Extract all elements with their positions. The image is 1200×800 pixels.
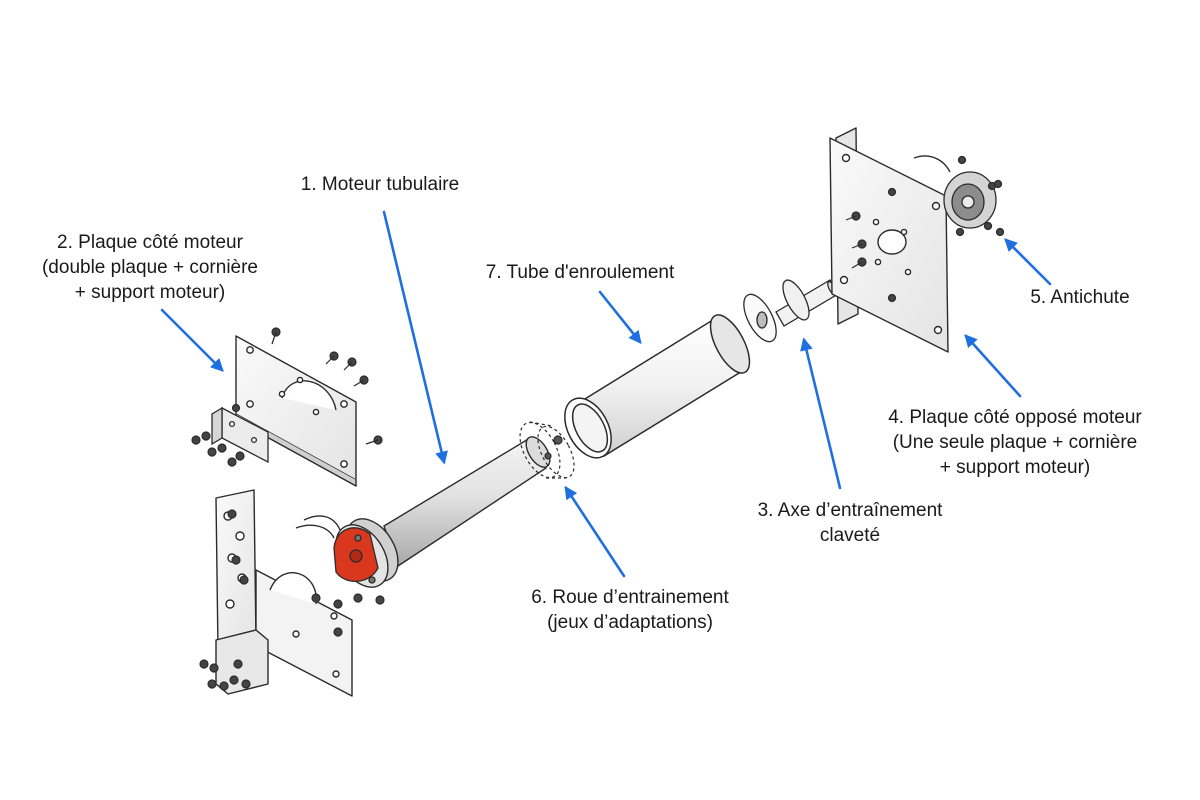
arrow-plaque-opposee [964,334,1022,398]
label-plaque-cote-moteur: 2. Plaque côté moteur (double plaque + c… [0,230,310,305]
label-roue-entrainement: 6. Roue d’entrainement (jeux d’adaptatio… [460,585,800,635]
opposite-side-plate [829,127,949,353]
motor-head [333,527,379,584]
label-plaque-cote-oppose: 4. Plaque côté opposé moteur (Une seule … [830,405,1200,480]
motor-side-bracket-upper [211,406,269,464]
bolts-right-plate [845,187,897,303]
label-roue-line-1: 6. Roue d’entrainement [531,587,729,608]
label-moteur-tubulaire: 1. Moteur tubulaire [200,172,560,197]
label-axe-line-1: 3. Axe d’entraînement [757,500,943,521]
drive-wheel-screw [544,435,563,460]
keyed-drive-axle [743,279,839,343]
winding-tube [564,314,751,459]
label-tube-line-1: 7. Tube d'enroulement [485,262,675,283]
motor-side-plate-lower [215,489,353,697]
motor-side-plate-upper [235,335,357,487]
arrow-roue [564,485,626,578]
arrow-axe [800,337,842,490]
label-plaque-moteur-line-2: (double plaque + cornière [41,257,258,278]
label-plaque-oppose-line-1: 4. Plaque côté opposé moteur [888,407,1142,428]
bolts-lower-left [199,509,385,691]
anti-fall-device [913,155,1005,237]
label-plaque-moteur-line-3: + support moteur) [74,282,226,303]
label-plaque-moteur-line-1: 2. Plaque côté moteur [57,232,243,253]
arrow-plaque-moteur [160,308,224,372]
label-plaque-oppose-line-2: (Une seule plaque + cornière [892,432,1138,453]
label-antichute-line-1: 5. Antichute [1030,287,1130,308]
arrow-antichute [1004,238,1052,286]
label-tube-enroulement: 7. Tube d'enroulement [410,260,750,285]
label-moteur-line-1: 1. Moteur tubulaire [300,174,460,195]
label-axe-entrainement: 3. Axe d’entraînement claveté [690,498,1010,548]
bolts-upper-left [191,327,383,467]
drive-wheel [519,421,575,479]
label-antichute: 5. Antichute [990,285,1170,310]
label-plaque-oppose-line-3: + support moteur) [939,457,1091,478]
label-axe-line-2: claveté [819,525,881,546]
arrow-tube [598,290,642,345]
label-roue-line-2: (jeux d’adaptations) [547,612,713,633]
arrow-moteur [382,210,448,465]
callout-arrows [160,210,1052,578]
